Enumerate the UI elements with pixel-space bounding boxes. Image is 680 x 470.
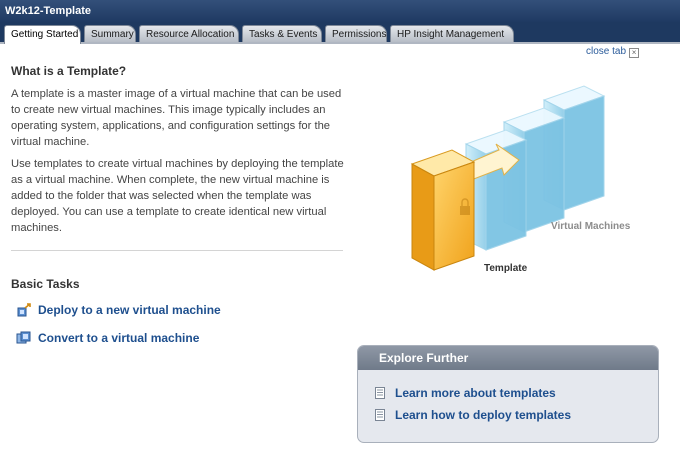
explore-further-panel: Explore Further Learn more about templat…: [357, 345, 659, 443]
learn-deploy-templates-label: Learn how to deploy templates: [395, 408, 572, 422]
template-label: Template: [484, 263, 528, 274]
learn-deploy-templates-link[interactable]: Learn how to deploy templates: [375, 408, 571, 422]
deploy-vm-icon: [17, 303, 31, 317]
tab-strip: Getting Started Summary Resource Allocat…: [0, 22, 680, 44]
convert-to-vm-label: Convert to a virtual machine: [38, 331, 200, 345]
learn-more-templates-label: Learn more about templates: [395, 386, 556, 400]
explore-further-heading: Explore Further: [358, 346, 658, 370]
close-tab-button[interactable]: close tab×: [586, 46, 640, 58]
learn-more-templates-link[interactable]: Learn more about templates: [375, 386, 556, 400]
convert-to-vm-link[interactable]: Convert to a virtual machine: [16, 330, 199, 346]
tab-permissions[interactable]: Permissions: [325, 25, 387, 42]
deploy-to-new-vm-label: Deploy to a new virtual machine: [38, 303, 221, 317]
tab-summary[interactable]: Summary: [84, 25, 136, 42]
tab-resource-allocation[interactable]: Resource Allocation: [139, 25, 239, 42]
tab-tasks-events[interactable]: Tasks & Events: [242, 25, 322, 42]
document-icon: [375, 409, 385, 421]
virtual-machines-label: Virtual Machines: [551, 221, 631, 232]
section-divider: [11, 250, 343, 251]
template-vm-illustration: [410, 85, 606, 271]
convert-vm-icon: [16, 331, 31, 344]
basic-tasks-heading: Basic Tasks: [11, 277, 80, 291]
intro-paragraph: A template is a master image of a virtua…: [11, 88, 342, 148]
document-icon: [375, 387, 385, 399]
tab-hp-insight-management[interactable]: HP Insight Management: [390, 25, 514, 42]
deploy-to-new-vm-link[interactable]: Deploy to a new virtual machine: [16, 302, 221, 318]
usage-paragraph: Use templates to create virtual machines…: [11, 158, 344, 234]
page-title: What is a Template?: [11, 64, 127, 78]
window-title: W2k12-Template: [0, 0, 680, 22]
close-tab-label: close tab: [586, 46, 627, 57]
tab-getting-started[interactable]: Getting Started: [4, 25, 81, 44]
close-x-icon: ×: [629, 48, 640, 58]
